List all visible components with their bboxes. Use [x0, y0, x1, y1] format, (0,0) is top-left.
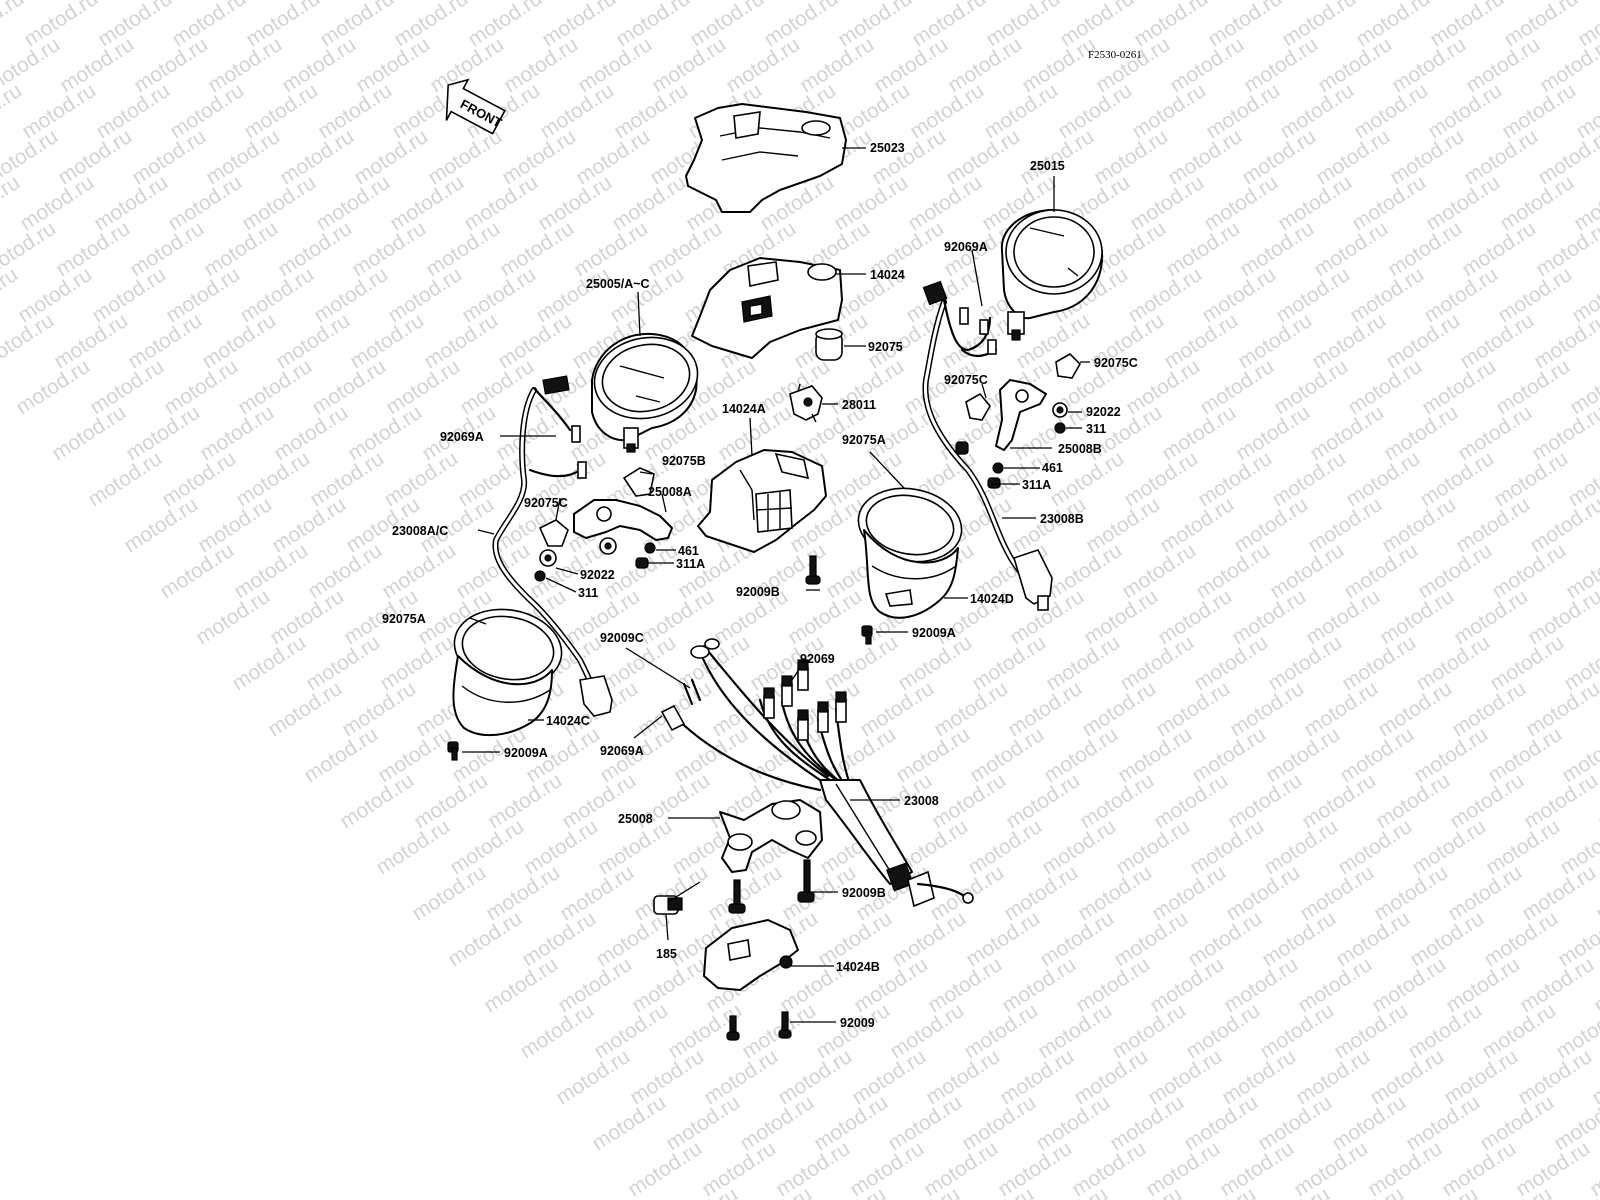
label-25008: 25008 — [618, 812, 653, 826]
leader-lines — [462, 147, 1090, 1023]
label-23008B: 23008B — [1040, 512, 1084, 526]
label-14024A: 14024A — [722, 402, 766, 416]
part-14024C-meter-cup — [452, 655, 553, 737]
part-311A-left-nut — [635, 557, 649, 569]
part-92022-left-washer — [599, 537, 617, 555]
part-25008A-bracket — [573, 499, 673, 541]
part-25023-top-cover — [685, 103, 847, 213]
part-92022-right-washer — [1052, 402, 1068, 418]
part-23008B-meter-harness — [922, 280, 1053, 611]
part-14024B-bottom-cover — [703, 919, 799, 991]
part-92009-screws — [726, 1011, 792, 1041]
label-92009A-right: 92009A — [912, 626, 956, 640]
label-92075: 92075 — [868, 340, 903, 354]
label-23008: 23008 — [904, 794, 939, 808]
part-28011-socket — [789, 383, 823, 423]
label-92009B-mid: 92009B — [736, 585, 780, 599]
part-92075-grommet — [815, 328, 843, 361]
part-92069A-bulb-bottom — [660, 704, 686, 732]
label-25005: 25005/A~C — [586, 277, 650, 291]
label-311-right: 311 — [1086, 422, 1106, 436]
label-92075A-left: 92075A — [382, 612, 426, 626]
part-311-right-nut — [1054, 422, 1066, 434]
label-311-left: 311 — [578, 586, 598, 600]
part-311A-right-nut — [987, 477, 1001, 489]
label-311A-left: 311A — [676, 557, 705, 571]
label-461-left: 461 — [678, 544, 699, 558]
label-92022-left: 92022 — [580, 568, 615, 582]
label-28011: 28011 — [842, 398, 876, 412]
part-92009B-screw-bottom — [728, 859, 815, 914]
label-311A-right: 311A — [1022, 478, 1051, 492]
reference-code: F2530-0261 — [1088, 49, 1142, 61]
label-92009B-bottom: 92009B — [842, 886, 886, 900]
front-arrow-icon: FRONT — [445, 78, 506, 135]
part-25005-speedometer — [591, 332, 699, 453]
label-92022-right: 92022 — [1086, 405, 1121, 419]
label-185: 185 — [656, 947, 677, 961]
label-92009: 92009 — [840, 1016, 875, 1030]
part-92075A-left-cushion — [453, 608, 563, 688]
part-92009C-pins — [682, 678, 702, 706]
part-92069-bulbs — [763, 659, 847, 741]
part-92009A-screw-left — [447, 741, 459, 761]
label-25008A: 25008A — [648, 485, 692, 499]
label-25015: 25015 — [1030, 159, 1065, 173]
label-23008AC: 23008A/C — [392, 524, 448, 538]
label-92075A-mid: 92075A — [842, 433, 886, 447]
part-23008-main-harness — [674, 638, 974, 908]
label-92069A-left: 92069A — [440, 430, 484, 444]
label-14024D: 14024D — [970, 592, 1014, 606]
part-185-bolt — [653, 895, 683, 915]
part-14024-indicator-housing — [691, 257, 843, 359]
part-labels: 25023 25015 14024 25005/A~C 92069A 92075… — [382, 141, 1138, 1030]
label-92075C-mid: 92075C — [944, 373, 988, 387]
part-311-left-nut — [534, 570, 546, 582]
label-92009A-left: 92009A — [504, 746, 548, 760]
part-92009A-screw-right — [861, 625, 873, 645]
part-25008B-bracket — [965, 379, 1047, 451]
part-left-grommet — [539, 549, 557, 567]
part-14024A-lower-case — [697, 449, 827, 553]
label-92069: 92069 — [800, 652, 835, 666]
label-92075C-right: 92075C — [1094, 356, 1138, 370]
label-92009C: 92009C — [600, 631, 644, 645]
part-right-spacer — [955, 441, 969, 455]
label-461-right: 461 — [1042, 461, 1063, 475]
part-92009B-screw-mid — [805, 555, 821, 585]
label-92069A-bottom: 92069A — [600, 744, 644, 758]
label-92075C-left: 92075C — [524, 496, 568, 510]
part-23008AC-meter-harness — [492, 375, 613, 717]
part-92075C-right-cushion — [1055, 353, 1081, 379]
label-92069A-top: 92069A — [944, 240, 988, 254]
part-14024D-meter-cup — [863, 529, 959, 619]
part-92075C-left-cushion — [538, 519, 569, 547]
label-14024: 14024 — [870, 268, 905, 282]
label-25023: 25023 — [870, 141, 905, 155]
label-14024C: 14024C — [546, 714, 590, 728]
part-25008-lower-bracket — [719, 799, 823, 873]
label-14024B: 14024B — [836, 960, 880, 974]
part-92075B-cushion — [622, 467, 655, 497]
part-461-right-washer — [992, 462, 1004, 474]
part-461-left-washer — [644, 542, 656, 554]
part-92075A-right-cushion — [857, 487, 963, 563]
part-25015-tachometer — [1000, 209, 1104, 341]
label-92075B: 92075B — [662, 454, 706, 468]
label-25008B: 25008B — [1058, 442, 1102, 456]
